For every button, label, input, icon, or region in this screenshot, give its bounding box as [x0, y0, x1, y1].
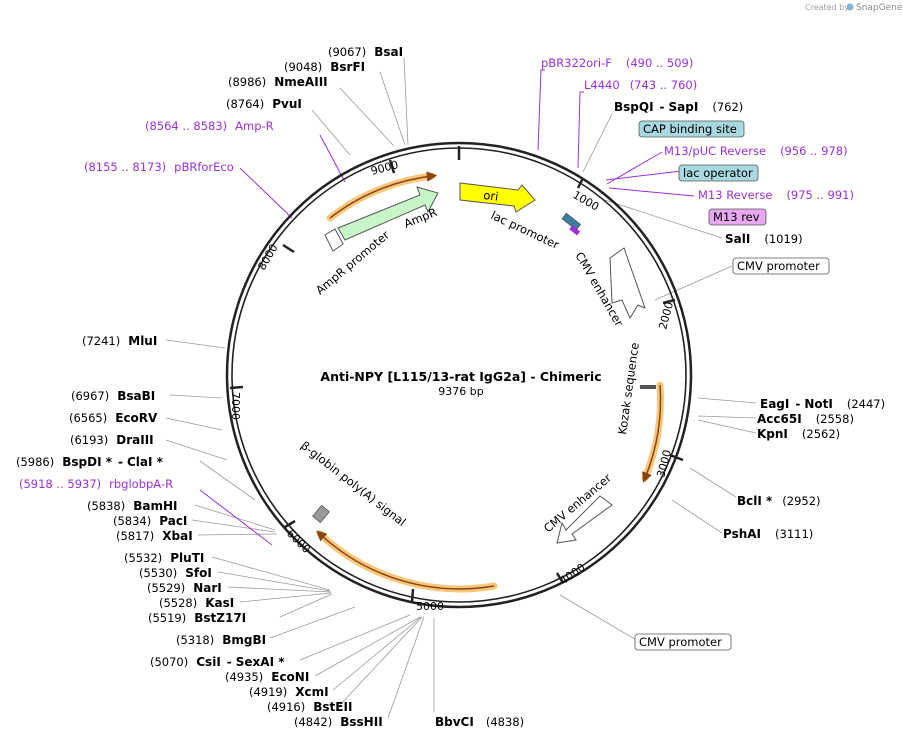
m13-rev-feature[interactable]	[569, 225, 581, 236]
m13-rev-box[interactable]	[708, 208, 767, 226]
plasmid-size: 9376 bp	[438, 385, 483, 398]
tick-label: 7000	[229, 392, 242, 420]
enzyme-label[interactable]: (5070)CsiI-SexAI *	[150, 655, 285, 669]
cap-binding-site-label: CAP binding site	[643, 122, 737, 136]
ampr-feature[interactable]	[337, 186, 439, 241]
tick-label: 2000	[656, 300, 676, 330]
orf-arcs	[316, 171, 665, 593]
enzyme-label[interactable]: (7241)MluI	[82, 334, 157, 348]
primer-label[interactable]: L4440(743 .. 760)	[584, 78, 697, 92]
lac-promoter-label: lac promoter	[489, 208, 562, 252]
snapgene-credit: Created by SnapGene	[805, 3, 903, 13]
m13-rev-label: M13 rev	[713, 210, 760, 224]
ampr-promoter-label: AmpR promoter	[313, 228, 392, 298]
enzyme-labels-left: (9067)BsaI (9048)BsrFI (8986)NmeAIII (87…	[16, 45, 403, 729]
center-title: Anti-NPY [L115/13-rat IgG2a] - Chimeric …	[320, 369, 601, 398]
primer-label[interactable]: (8155 .. 8173)pBRforEco	[84, 160, 234, 174]
tick-label: 5000	[416, 600, 444, 613]
ampr-promoter-feature[interactable]	[324, 228, 344, 252]
enzyme-label[interactable]: (5532)PluTI	[124, 551, 204, 565]
lac-promoter-feature[interactable]	[561, 212, 582, 231]
cmv-enhancer-feature[interactable]	[609, 247, 646, 320]
primer-label[interactable]: (5918 .. 5937)rbglobpA-R	[19, 477, 173, 491]
cap-binding-site-box[interactable]	[638, 120, 745, 138]
lac-operator-label: lac operator	[683, 166, 753, 180]
enzyme-label[interactable]: (5528)KasI	[159, 596, 234, 610]
enzyme-labels-right: BbvCI(4838) BspQI-SapI(762) SalI(1019) E…	[435, 100, 885, 729]
enzyme-label[interactable]: (9067)BsaI	[328, 45, 403, 59]
snapgene-logo-icon	[846, 3, 854, 11]
cmv-enhancer-2-feature[interactable]	[556, 495, 613, 544]
kozak-feature[interactable]	[640, 385, 656, 389]
cmv-promoter-label-2: CMV promoter	[639, 635, 722, 649]
primer-labels: pBR322ori-F(490 .. 509) L4440(743 .. 760…	[19, 56, 854, 491]
cmv-promoter-label: CMV promoter	[737, 259, 820, 273]
primer-label[interactable]: pBR322ori-F(490 .. 509)	[541, 56, 693, 70]
cmv-promoter-box-2[interactable]	[634, 633, 732, 651]
tick-label: 1000	[571, 188, 602, 213]
enzyme-label[interactable]: (4842)BssHII	[294, 715, 383, 729]
tick-label: 3000	[654, 448, 674, 478]
beta-globin-polya-feature[interactable]	[312, 504, 330, 524]
enzyme-label[interactable]: (5838)BamHI	[87, 499, 178, 513]
lac-operator-box[interactable]	[678, 164, 759, 182]
kozak-label: Kozak sequence	[615, 342, 642, 436]
enzyme-label[interactable]: BbvCI(4838)	[435, 715, 524, 729]
primer-label[interactable]: M13 Reverse(975 .. 991)	[698, 188, 854, 202]
enzyme-label[interactable]: PshAI(3111)	[723, 527, 813, 541]
enzyme-label[interactable]: (5834)PacI	[113, 514, 187, 528]
enzyme-label[interactable]: (8764)PvuI	[226, 97, 302, 111]
connector-lines	[165, 57, 757, 719]
enzyme-label[interactable]: BclI *(2952)	[737, 494, 821, 508]
enzyme-label[interactable]: EagI-NotI(2447)	[760, 397, 885, 411]
features: ori AmpR AmpR promoter lac promoter CMV …	[298, 182, 656, 544]
brand-text: SnapGene	[856, 3, 903, 13]
ori-label: ori	[483, 188, 499, 203]
enzyme-label[interactable]: (8986)NmeAIII	[228, 75, 328, 89]
tick-marks	[229, 146, 684, 603]
boxed-labels: CAP binding site lac operator M13 rev CM…	[634, 120, 830, 651]
plasmid-name: Anti-NPY [L115/13-rat IgG2a] - Chimeric	[320, 369, 601, 384]
primer-lines	[199, 69, 695, 546]
enzyme-label[interactable]: (4916)BstEII	[267, 700, 352, 714]
enzyme-label[interactable]: KpnI(2562)	[757, 427, 840, 441]
enzyme-label[interactable]: (5530)SfoI	[139, 566, 212, 580]
enzyme-label[interactable]: (5986)BspDI *-ClaI *	[16, 455, 164, 469]
enzyme-label[interactable]: BspQI-SapI(762)	[614, 100, 743, 114]
enzyme-label[interactable]: (6565)EcoRV	[69, 411, 158, 425]
enzyme-label[interactable]: (4919)XcmI	[249, 685, 329, 699]
primer-label[interactable]: (8564 .. 8583)Amp-R	[145, 119, 274, 133]
enzyme-label[interactable]: (5519)BstZ17I	[148, 611, 246, 625]
enzyme-label[interactable]: (6967)BsaBI	[71, 389, 155, 403]
enzyme-label[interactable]: SalI(1019)	[725, 232, 803, 246]
tick-label: 9000	[369, 158, 399, 178]
cmv-promoter-box[interactable]	[732, 257, 830, 275]
enzyme-label[interactable]: (6193)DraIII	[70, 433, 154, 447]
enzyme-label[interactable]: (5529)NarI	[147, 581, 222, 595]
enzyme-label[interactable]: Acc65I(2558)	[757, 412, 854, 426]
ori-feature[interactable]	[459, 182, 536, 213]
enzyme-label[interactable]: (5817)XbaI	[116, 529, 193, 543]
enzyme-label[interactable]: (5318)BmgBI	[176, 633, 266, 647]
enzyme-label[interactable]: (9048)BsrFI	[284, 60, 365, 74]
enzyme-label[interactable]: (4935)EcoNI	[225, 670, 309, 684]
credit-text: Created by	[805, 3, 849, 12]
primer-label[interactable]: M13/pUC Reverse(956 .. 978)	[664, 144, 848, 158]
